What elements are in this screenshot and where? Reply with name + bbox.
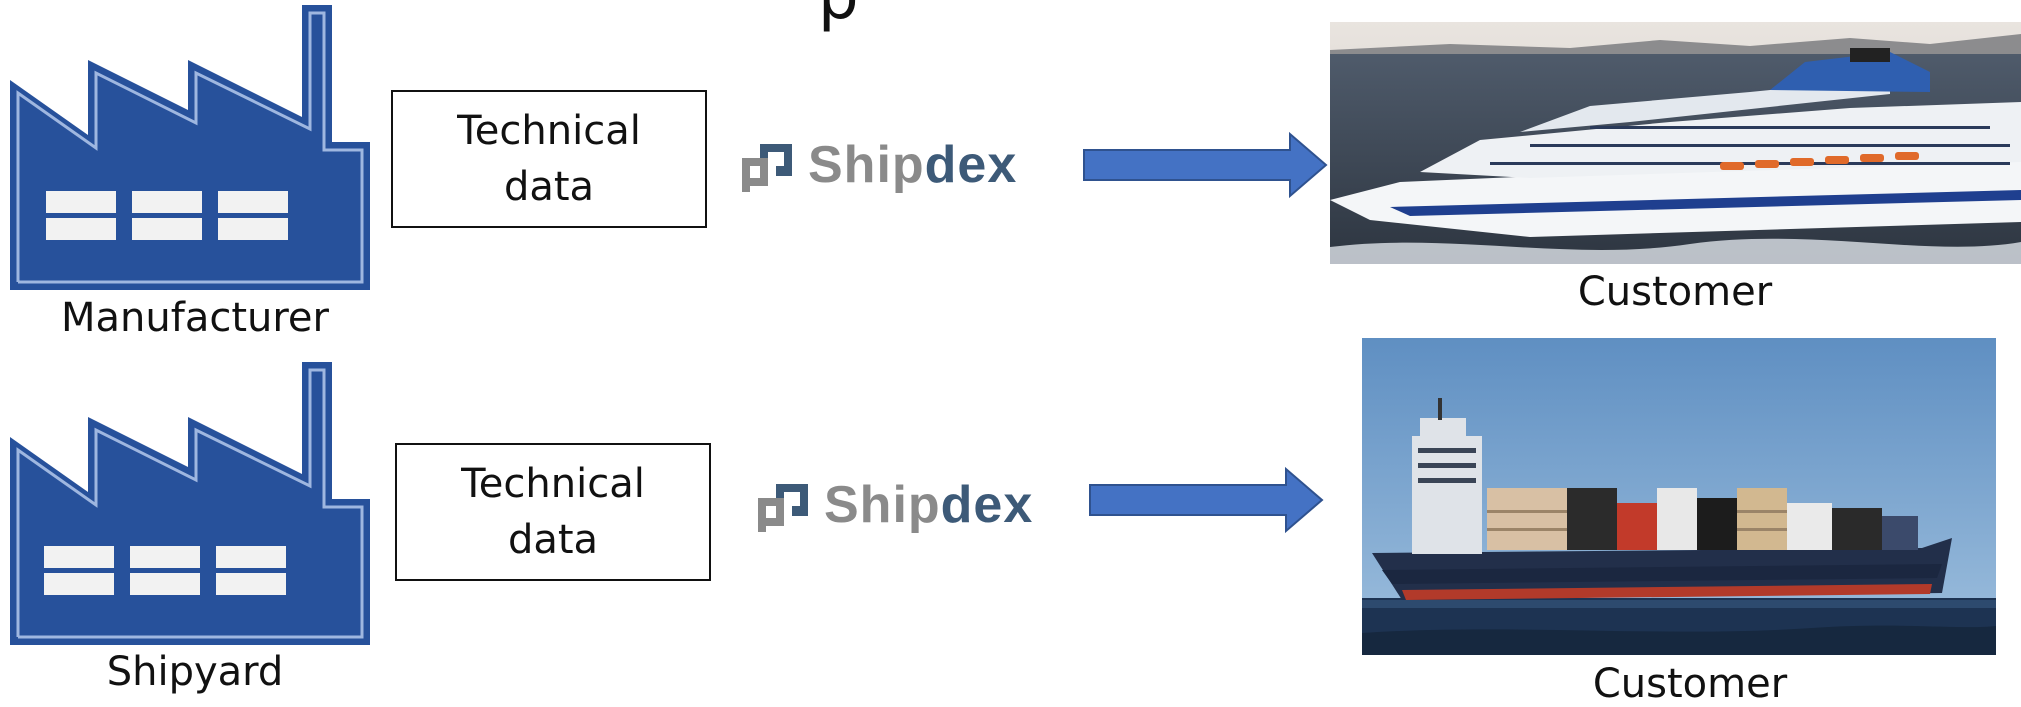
logo-text-dex: dex [940,476,1034,534]
box-line-1: Technical [457,108,641,154]
shipdex-logo-mark-icon [742,144,792,192]
source-label-manufacturer: Manufacturer [61,295,329,341]
logo-text-ship: Ship [824,476,941,534]
shipdex-logo: Shipdex [756,470,1033,540]
source-label-shipyard: Shipyard [106,649,284,695]
title-fragment: p [818,0,878,34]
box-line-2: data [503,164,595,210]
container-ship-photo [1362,338,1996,655]
cruise-ship-photo [1330,22,2021,264]
technical-data-box: Technical data [391,90,707,228]
logo-text-dex: dex [924,136,1018,194]
technical-data-box: Technical data [395,443,711,581]
target-label-customer-1: Customer [1577,269,1773,315]
shipdex-logo: Shipdex [740,130,1017,200]
target-label-customer-2: Customer [1592,661,1788,707]
factory-icon-shipyard [10,362,370,645]
logo-text-ship: Ship [808,136,925,194]
factory-icon-manufacturer [10,5,370,290]
arrow-right [1083,131,1328,199]
box-line-2: data [507,517,599,563]
box-line-1: Technical [461,461,645,507]
shipdex-logo-mark-icon [758,484,808,532]
arrow-right [1089,466,1324,534]
